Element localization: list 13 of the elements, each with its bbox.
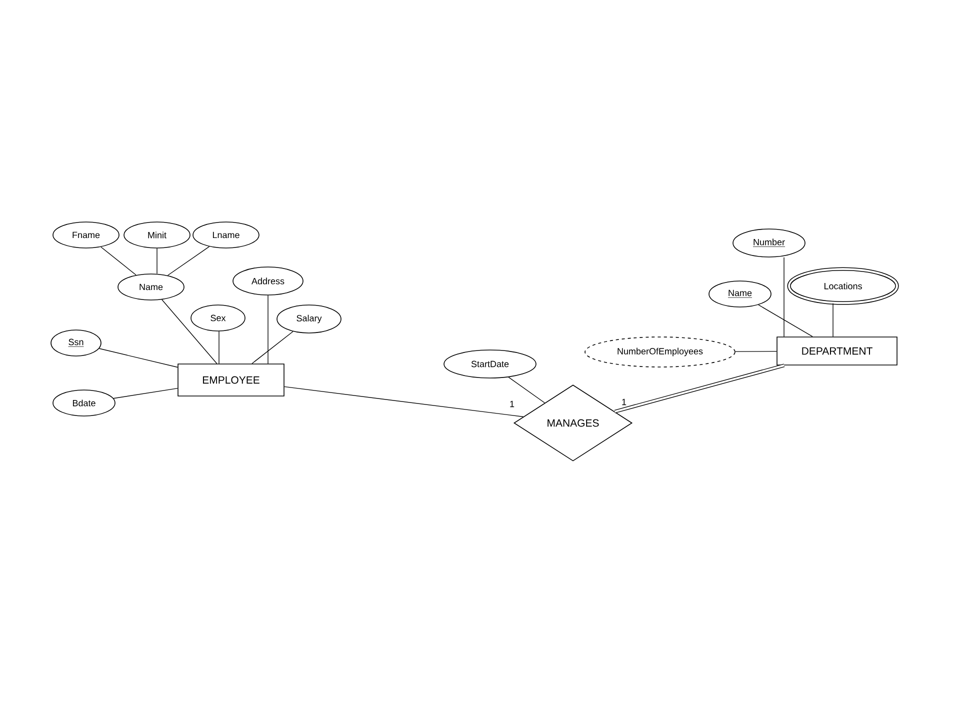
connector-line: [508, 376, 546, 404]
connector-line: [284, 386, 524, 418]
entity-box: DEPARTMENT: [776, 336, 898, 366]
entity-box: EMPLOYEE: [178, 364, 284, 396]
connector-line: [100, 246, 136, 276]
connector-line: [113, 388, 178, 399]
connector-line: [758, 304, 813, 337]
connector-line: [252, 331, 294, 364]
connector-line: [735, 350, 777, 352]
connector-line: [98, 348, 178, 368]
connector-line: [162, 299, 218, 364]
connector-line: [614, 364, 785, 414]
connector-line: [167, 246, 210, 276]
